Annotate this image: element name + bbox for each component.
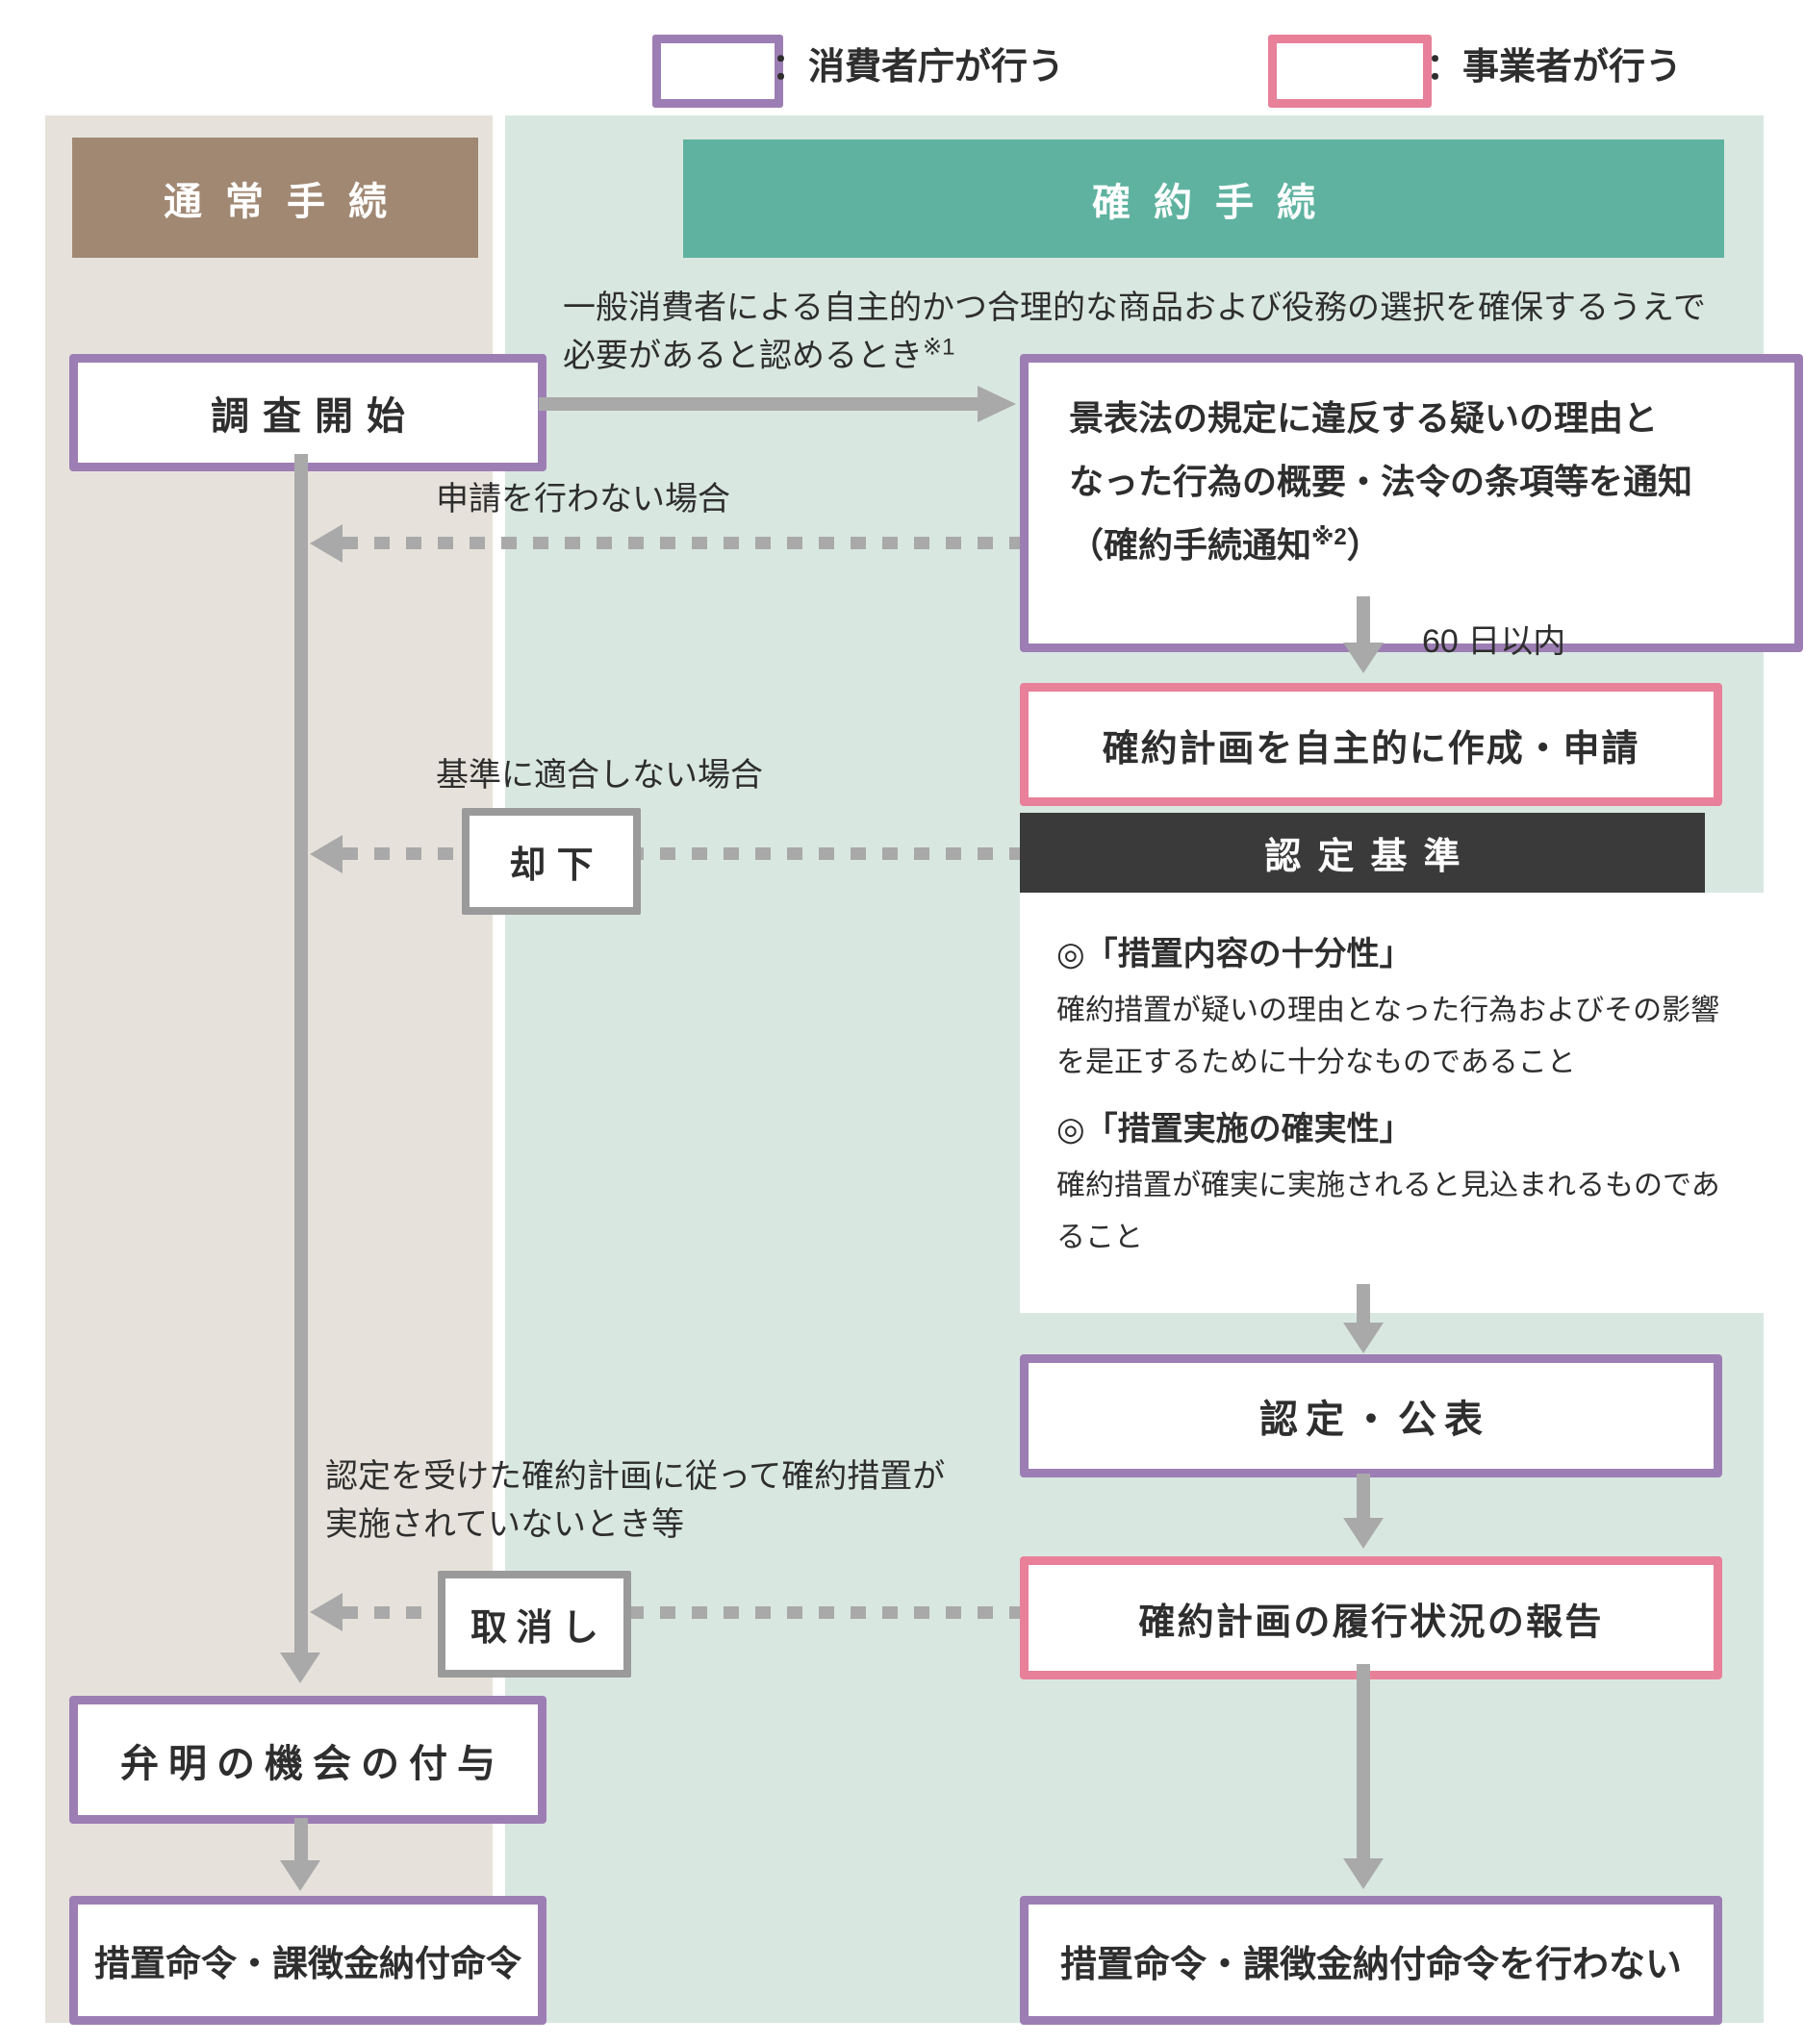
trigger-condition-label: 一般消費者による自主的かつ合理的な商品および役務の選択を確保するうえで 必要があ…: [563, 284, 1706, 380]
report-box: 確約計画の履行状況の報告: [1020, 1556, 1722, 1679]
certify-report-arrow-head: [1343, 1518, 1384, 1549]
rejection-arrowhead: [310, 835, 343, 873]
legend-business-label: ：事業者が行う: [1426, 46, 1683, 88]
not-implemented-line1: 認定を受けた確約計画に従って確約措置が: [325, 1458, 946, 1495]
criteria-item2-heading: ◎「措置実施の確実性」: [1056, 1111, 1412, 1148]
main-arrow-shaft: [539, 397, 978, 411]
investigation-start-box: 調査開始: [69, 354, 546, 471]
explanation-opportunity-box: 弁明の機会の付与: [69, 1696, 546, 1824]
criteria-certify-arrow-shaft: [1357, 1284, 1370, 1323]
deadline-arrow-head: [1343, 643, 1384, 673]
cancellation-arrowhead: [310, 1593, 343, 1631]
criteria-item1-text: 確約措置が疑いの理由となった行為およびその影響を是正するために十分なものであるこ…: [1056, 995, 1720, 1078]
deadline-arrow-shaft: [1357, 596, 1370, 643]
deadline-label: 60 日以内: [1422, 623, 1566, 660]
legend-agency-swatch: [652, 35, 783, 108]
certification-box: 認定・公表: [1020, 1354, 1722, 1477]
notification-box: 景表法の規定に違反する疑いの理由と なった行為の概要・法令の条項等を通知 （確約…: [1020, 354, 1803, 652]
report-order-arrow-shaft: [1357, 1664, 1370, 1858]
not-implemented-line2: 実施されていないとき等: [325, 1506, 684, 1543]
no-application-dashed-line: [343, 537, 1020, 549]
normal-procedure-header: 通常手続: [72, 138, 478, 258]
no-application-label: 申請を行わない場合: [436, 481, 730, 517]
cancellation-box: 取消し: [438, 1571, 631, 1678]
rejection-box: 却下: [462, 808, 641, 915]
main-arrow-head: [978, 386, 1016, 422]
legend-business-swatch: [1268, 35, 1432, 108]
order-box-normal: 措置命令・課徴金納付命令: [69, 1896, 546, 2025]
plan-submission-box: 確約計画を自主的に作成・申請: [1020, 683, 1722, 806]
explanation-order-arrow-shaft: [294, 1818, 308, 1860]
not-implemented-label: 認定を受けた確約計画に従って確約措置が 実施されていないとき等: [325, 1452, 945, 1549]
criteria-body: ◎「措置内容の十分性」 確約措置が疑いの理由となった行為およびその影響を是正する…: [1020, 893, 1778, 1313]
trigger-condition-line1: 一般消費者による自主的かつ合理的な商品および役務の選択を確保するうえで: [563, 290, 1706, 326]
notification-line3: （確約手続通知※2）: [1069, 524, 1382, 565]
criteria-not-met-label: 基準に適合しない場合: [436, 757, 763, 794]
report-order-arrow-head: [1343, 1858, 1384, 1889]
notification-line1: 景表法の規定に違反する疑いの理由と: [1069, 398, 1659, 438]
no-application-arrowhead: [310, 524, 343, 563]
investigation-flow-arrowhead: [280, 1653, 320, 1683]
investigation-flow-line: [294, 454, 308, 1653]
explanation-order-arrow-head: [280, 1860, 320, 1891]
criteria-item2-text: 確約措置が確実に実施されると見込まれるものであること: [1056, 1170, 1720, 1253]
criteria-certify-arrow-head: [1343, 1323, 1384, 1353]
trigger-footnote-marker: ※1: [923, 334, 955, 361]
criteria-item1-heading: ◎「措置内容の十分性」: [1056, 936, 1412, 972]
trigger-condition-line2: 必要があると認めるとき: [563, 338, 923, 374]
notification-footnote-marker: ※2: [1311, 524, 1347, 550]
criteria-header: 認定基準: [1020, 813, 1705, 893]
certify-report-arrow-shaft: [1357, 1474, 1370, 1518]
notification-line2: なった行為の概要・法令の条項等を通知: [1069, 462, 1693, 501]
commitment-procedure-header: 確約手続: [683, 139, 1724, 258]
legend-agency-label: ：消費者庁が行う: [772, 46, 1065, 88]
rejection-dashed-line: [343, 847, 1020, 860]
order-box-commitment: 措置命令・課徴金納付命令を行わない: [1020, 1896, 1722, 2025]
